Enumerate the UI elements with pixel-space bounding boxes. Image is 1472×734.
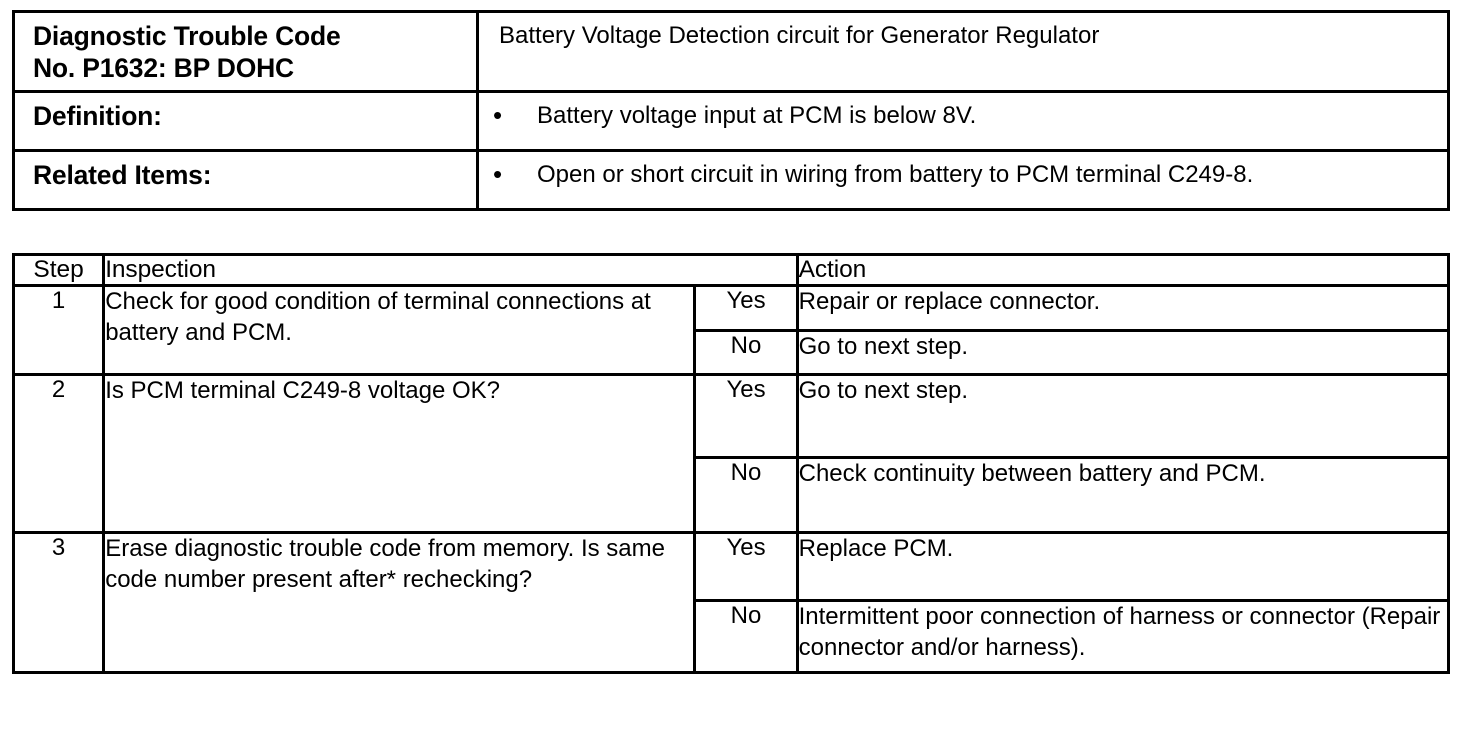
step-inspection: Erase diagnostic trouble code from memor… (102, 531, 697, 674)
column-header-step: Step (11, 253, 106, 287)
summary-label-cell: Definition: (12, 90, 479, 152)
definition-bullet-line: • Battery voltage input at PCM is below … (479, 93, 1447, 131)
step-number: 3 (11, 531, 106, 674)
summary-row-related-items: Related Items: • Open or short circuit i… (12, 149, 1450, 211)
branch-action-yes: Go to next step. (795, 373, 1451, 459)
summary-label-cell: Diagnostic Trouble Code No. P1632: BP DO… (12, 10, 479, 93)
branch-answer-yes: Yes (693, 531, 799, 602)
related-items-label: Related Items: (15, 152, 476, 192)
definition-text: Battery voltage input at PCM is below 8V… (537, 102, 977, 129)
step-inspection: Check for good condition of terminal con… (102, 284, 697, 376)
summary-row-code: Diagnostic Trouble Code No. P1632: BP DO… (12, 10, 1450, 93)
summary-label-cell: Related Items: (12, 149, 479, 211)
dtc-title-line2: No. P1632: BP DOHC (33, 52, 294, 83)
inspection-steps-table: Step Inspection Action 1 Check for good … (11, 253, 1451, 674)
related-items-text: Open or short circuit in wiring from bat… (537, 161, 1254, 188)
summary-value-cell: • Battery voltage input at PCM is below … (476, 90, 1450, 152)
branch-answer-no: No (693, 456, 799, 534)
dtc-title: Diagnostic Trouble Code No. P1632: BP DO… (15, 13, 476, 84)
branch-answer-yes: Yes (693, 284, 799, 332)
definition-label-text: Definition: (33, 101, 162, 131)
branch-answer-yes: Yes (693, 373, 799, 459)
step-number: 2 (11, 373, 106, 534)
branch-action-yes: Replace PCM. (795, 531, 1451, 602)
branch-action-no: Intermittent poor connection of harness … (795, 599, 1451, 674)
branch-answer-no: No (693, 599, 799, 674)
summary-row-definition: Definition: • Battery voltage input at P… (12, 90, 1450, 152)
column-header-action: Action (795, 253, 1451, 287)
definition-label: Definition: (15, 93, 476, 133)
bullet-icon: • (493, 159, 503, 189)
table-header-row: Step Inspection Action (11, 253, 1451, 287)
table-row: No Check continuity between battery and … (14, 456, 1451, 534)
branch-action-no: Go to next step. (795, 329, 1451, 376)
bullet-icon: • (493, 100, 503, 130)
summary-value-cell: Battery Voltage Detection circuit for Ge… (476, 10, 1450, 93)
table-row: 2 Is PCM terminal C249-8 voltage OK? Yes… (11, 373, 1451, 534)
table-row: 3 Erase diagnostic trouble code from mem… (11, 531, 1451, 674)
dtc-summary-table: Diagnostic Trouble Code No. P1632: BP DO… (12, 10, 1450, 211)
branch-answer-no: No (693, 329, 799, 376)
column-header-inspection: Inspection (102, 253, 799, 287)
dtc-title-line1: Diagnostic Trouble Code (33, 21, 341, 51)
related-items-bullet-line: • Open or short circuit in wiring from b… (479, 152, 1447, 190)
branch-action-yes: Repair or replace connector. (795, 284, 1451, 332)
table-row: No Intermittent poor connection of harne… (14, 599, 1451, 674)
table-row: No Go to next step. (14, 329, 1451, 376)
related-items-label-text: Related Items: (33, 160, 212, 190)
branch-action-no: Check continuity between battery and PCM… (795, 456, 1451, 534)
dtc-description: Battery Voltage Detection circuit for Ge… (499, 22, 1100, 49)
summary-value-cell: • Open or short circuit in wiring from b… (476, 149, 1450, 211)
table-row: 1 Check for good condition of terminal c… (11, 284, 1451, 376)
step-number: 1 (11, 284, 106, 376)
step-inspection: Is PCM terminal C249-8 voltage OK? (102, 373, 697, 534)
